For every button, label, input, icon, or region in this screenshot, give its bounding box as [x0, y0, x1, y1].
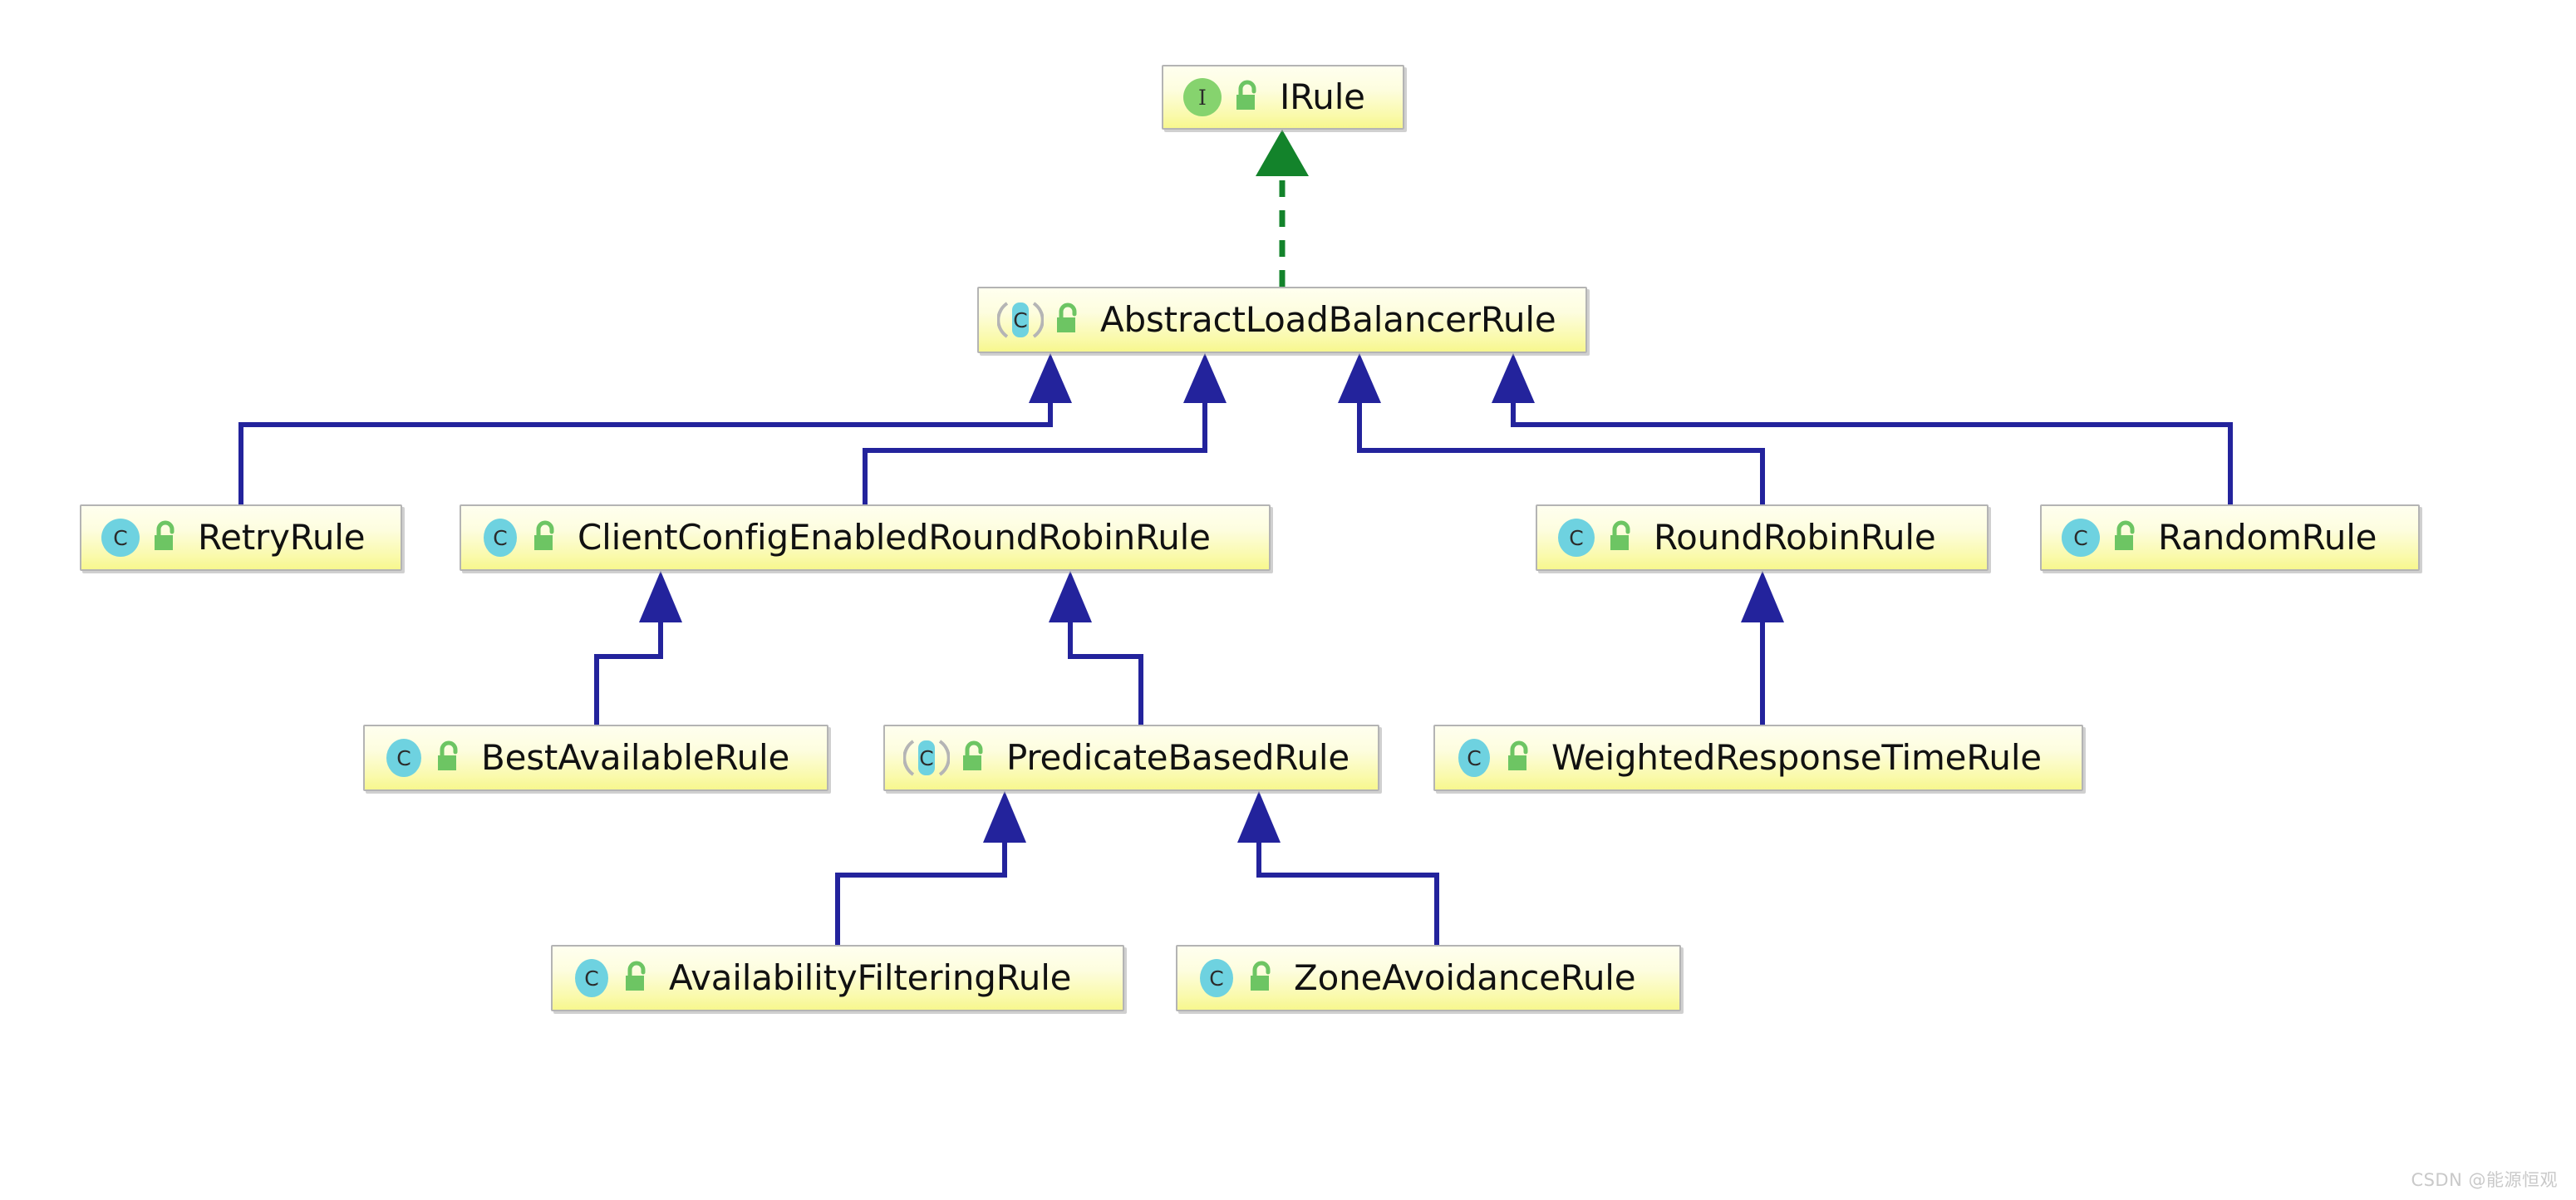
class-node-retry-rule[interactable]: C RetryRule — [80, 504, 402, 571]
unlocked-public-icon — [534, 520, 554, 550]
class-icon: C — [101, 519, 140, 557]
node-icon-group-best-available-rule: C — [383, 737, 463, 779]
svg-text:C: C — [584, 966, 598, 991]
svg-text:C: C — [919, 746, 933, 770]
edge-zoneavoidance-to-predicate — [1237, 791, 1439, 945]
node-icon-group-client-config-enabled-round-robin-rule: C — [479, 517, 559, 558]
svg-text:I: I — [1198, 86, 1207, 110]
edge-random-to-abstract — [1492, 353, 2233, 504]
unlocked-public-icon — [438, 740, 458, 770]
abstract-class-icon: C — [903, 740, 950, 776]
class-node-label: RoundRobinRule — [1654, 517, 1936, 558]
class-icon: C — [386, 739, 421, 777]
class-node-random-rule[interactable]: C RandomRule — [2040, 504, 2420, 571]
unlocked-public-icon — [1057, 302, 1077, 332]
svg-text:C: C — [1569, 526, 1583, 550]
class-node-label: ClientConfigEnabledRoundRobinRule — [578, 517, 1211, 558]
class-icon: C — [2062, 519, 2100, 557]
node-icon-group-predicate-based-rule: C — [903, 737, 988, 779]
class-node-abstract-load-balancer-rule[interactable]: C AbstractLoadBalancerRule — [977, 287, 1587, 353]
class-icon: C — [575, 959, 608, 997]
edge-availability-to-predicate — [835, 791, 1026, 945]
class-node-round-robin-rule[interactable]: C RoundRobinRule — [1536, 504, 1989, 571]
svg-text:C: C — [1467, 746, 1481, 770]
edge-abstract-to-irule — [1256, 130, 1309, 287]
class-node-label: AvailabilityFilteringRule — [669, 957, 1072, 998]
class-node-predicate-based-rule[interactable]: C PredicateBasedRule — [883, 725, 1379, 791]
class-node-weighted-response-time-rule[interactable]: C WeightedResponseTimeRule — [1433, 725, 2083, 791]
interface-icon: I — [1183, 78, 1222, 116]
class-node-client-config-enabled-round-robin-rule[interactable]: C ClientConfigEnabledRoundRobinRule — [460, 504, 1271, 571]
unlocked-public-icon — [1236, 80, 1256, 110]
svg-text:C: C — [493, 526, 507, 550]
class-node-label: RetryRule — [198, 517, 366, 558]
unlocked-public-icon — [1251, 961, 1271, 991]
edge-ccerrr-to-abstract — [863, 353, 1227, 504]
node-icon-group-availability-filtering-rule: C — [571, 957, 651, 999]
class-node-availability-filtering-rule[interactable]: C AvailabilityFilteringRule — [551, 945, 1124, 1011]
edge-predicate-to-ccerrr — [1049, 571, 1143, 725]
class-icon: C — [1458, 739, 1490, 777]
svg-text:C: C — [396, 746, 410, 770]
class-node-label: IRule — [1280, 76, 1365, 117]
class-node-label: BestAvailableRule — [481, 737, 790, 778]
svg-text:C: C — [1209, 966, 1223, 991]
class-icon: C — [484, 519, 517, 557]
unlocked-public-icon — [626, 961, 646, 991]
unlocked-public-icon — [1508, 740, 1528, 770]
abstract-class-icon: C — [997, 302, 1044, 338]
unlocked-public-icon — [1610, 520, 1630, 550]
node-icon-group-random-rule: C — [2060, 517, 2140, 558]
node-icon-group-retry-rule: C — [100, 517, 179, 558]
class-node-label: RandomRule — [2158, 517, 2377, 558]
class-node-irule[interactable]: I IRule — [1162, 65, 1404, 130]
class-icon: C — [1200, 959, 1233, 997]
unlocked-public-icon — [2115, 520, 2135, 550]
class-node-label: WeightedResponseTimeRule — [1551, 737, 2042, 778]
node-icon-group-abstract-load-balancer-rule: C — [997, 299, 1082, 341]
unlocked-public-icon — [963, 740, 983, 770]
class-node-label: AbstractLoadBalancerRule — [1100, 299, 1556, 340]
node-icon-group-zone-avoidance-rule: C — [1196, 957, 1276, 999]
class-node-best-available-rule[interactable]: C BestAvailableRule — [363, 725, 828, 791]
class-node-label: PredicateBasedRule — [1006, 737, 1349, 778]
class-node-zone-avoidance-rule[interactable]: C ZoneAvoidanceRule — [1176, 945, 1681, 1011]
node-icon-group-round-robin-rule: C — [1556, 517, 1635, 558]
svg-text:C: C — [2073, 526, 2087, 550]
edge-roundrobin-to-abstract — [1338, 353, 1765, 504]
edge-bestavailable-to-ccerrr — [594, 571, 682, 725]
unlocked-public-icon — [155, 520, 175, 550]
class-icon: C — [1558, 519, 1595, 557]
edge-retry-to-abstract — [238, 353, 1072, 504]
svg-text:C: C — [1013, 308, 1027, 332]
node-icon-group-weighted-response-time-rule: C — [1453, 737, 1533, 779]
watermark: CSDN @能源恒观 — [2411, 1170, 2558, 1190]
edge-weighted-to-roundrobin — [1741, 571, 1784, 725]
node-icon-group-irule: I — [1182, 76, 1261, 118]
class-node-label: ZoneAvoidanceRule — [1294, 957, 1636, 998]
svg-text:C: C — [113, 526, 127, 550]
